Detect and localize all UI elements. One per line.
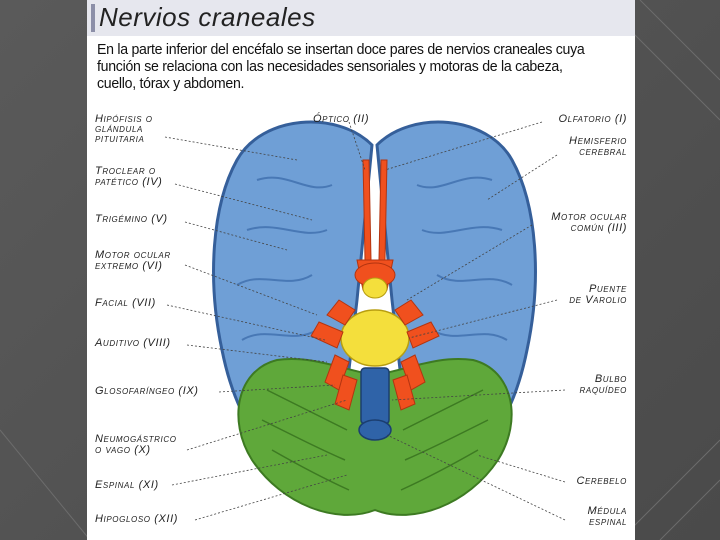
label-line: Hemisferio (569, 135, 627, 147)
label-trigemino: Trigémino (V) (95, 214, 168, 225)
label-line: Médula (587, 505, 627, 517)
label-line: Espinal (XI) (95, 479, 159, 491)
label-line: Troclear o (95, 165, 156, 177)
label-facial: Facial (VII) (95, 298, 156, 309)
intro-text: En la parte inferior del encéfalo se ins… (97, 41, 585, 92)
label-neumogastrico: Neumogástrico o vago (X) (95, 434, 177, 456)
label-line: Neumogástrico (95, 433, 177, 445)
label-line: de Varolio (569, 294, 627, 306)
label-line: Olfatorio (I) (558, 113, 627, 125)
page-title: Nervios craneales (99, 2, 316, 32)
label-line: Hipogloso (XII) (95, 513, 179, 525)
cranial-nerves (310, 299, 440, 411)
label-glosofaringeo: Glosofaríngeo (IX) (95, 386, 199, 397)
label-auditivo: Auditivo (VIII) (95, 338, 171, 349)
leader-lines (164, 121, 566, 521)
title-bar: Nervios craneales (87, 0, 635, 36)
label-line: o vago (X) (95, 444, 151, 456)
label-motor-ocular-comun: Motor ocular común (III) (551, 212, 627, 234)
label-line: Trigémino (V) (95, 213, 168, 225)
label-motor-ocular-extremo: Motor ocular extremo (VI) (95, 250, 171, 272)
label-line: Bulbo (594, 373, 627, 385)
label-line: extremo (VI) (95, 260, 163, 272)
label-line: glándula (95, 123, 143, 135)
label-line: patético (IV) (95, 176, 163, 188)
slide: Nervios craneales En la parte inferior d… (87, 0, 635, 540)
label-hipofisis: Hipófisis o glándula pituitaria (95, 113, 153, 145)
label-line: Motor ocular (551, 211, 627, 223)
label-line: Cerebelo (576, 475, 627, 487)
label-espinal: Espinal (XI) (95, 480, 159, 491)
label-line: común (III) (570, 222, 627, 234)
label-line: Hipófisis o (95, 113, 153, 125)
label-puente: Puente de Varolio (569, 284, 627, 306)
label-line: Facial (VII) (95, 297, 156, 309)
label-troclear: Troclear o patético (IV) (95, 166, 162, 188)
medulla-oblongata (358, 367, 392, 441)
label-line: cerebral (579, 146, 627, 158)
label-line: raquídeo (579, 384, 627, 396)
brain-diagram: Hipófisis o glándula pituitaria Troclear… (87, 100, 635, 540)
label-line: Glosofaríngeo (IX) (95, 385, 199, 397)
label-cerebelo: Cerebelo (576, 476, 627, 487)
label-line: Auditivo (VIII) (95, 337, 171, 349)
label-line: Puente (588, 283, 627, 295)
label-medula: Médula espinal (588, 506, 627, 528)
label-line: espinal (589, 516, 627, 528)
title-accent (91, 4, 95, 32)
label-olfatorio: Olfatorio (I) (559, 114, 627, 125)
label-line: pituitaria (95, 133, 145, 145)
label-bulbo: Bulbo raquídeo (580, 374, 627, 396)
label-hemisferio: Hemisferio cerebral (569, 136, 627, 158)
label-line: Motor ocular (95, 249, 171, 261)
brain-illustration (164, 120, 566, 521)
label-optico: Óptico (II) (313, 113, 370, 125)
label-hipogloso: Hipogloso (XII) (95, 514, 178, 525)
